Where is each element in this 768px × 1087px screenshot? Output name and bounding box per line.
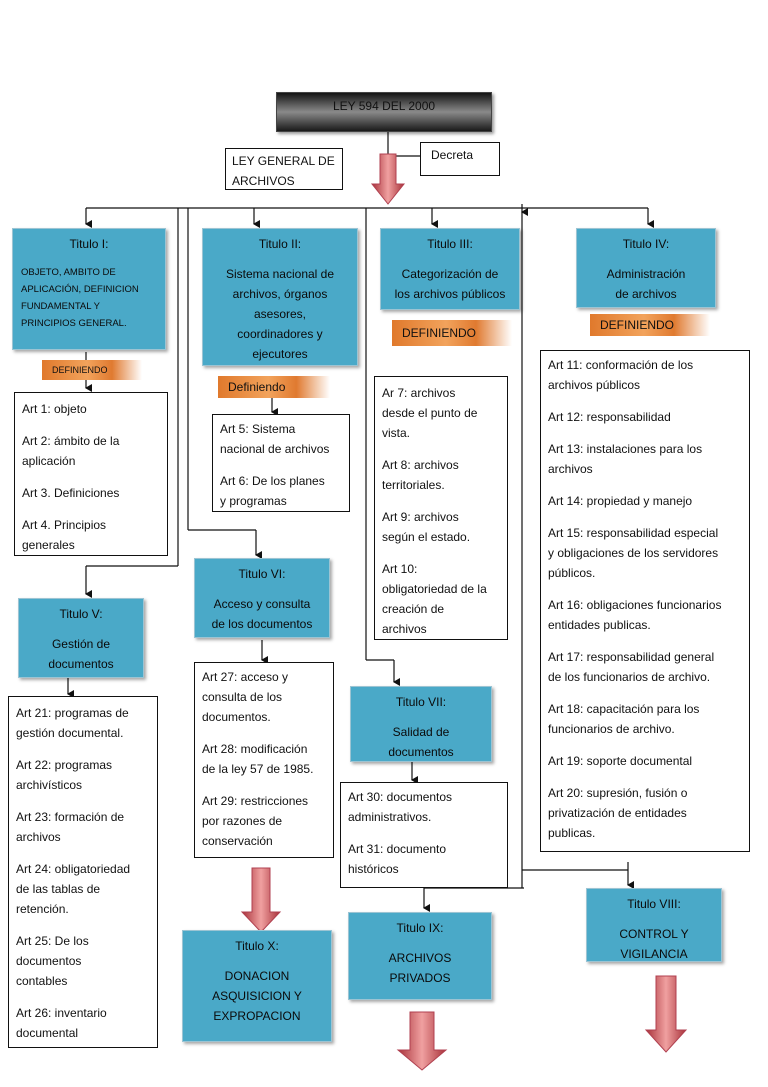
titulo-v-body: Gestión de documentos (48, 637, 114, 671)
list-item: Art 18: capacitación para los funcionari… (548, 702, 700, 736)
list-item: Art 13: instalaciones para los archivos (548, 442, 703, 476)
list-item: Art 1: objeto (22, 402, 87, 416)
titulo-vi-body: Acceso y consulta de los documentos (211, 597, 313, 631)
titulo-v-head: Titulo V: (59, 607, 103, 621)
definiendo-tag-i: DEFINIENDO (42, 360, 142, 380)
titulo-vii-head: Titulo VII: (395, 695, 447, 709)
titulo-ix-body: ARCHIVOS PRIVADOS (388, 951, 452, 985)
list-item: Art 12: responsabilidad (548, 410, 671, 424)
articulos-list-ii: Art 5: Sistema nacional de archivos Art … (212, 414, 350, 512)
definiendo-tag-iv: DEFINIENDO (590, 314, 710, 336)
titulo-x-body: DONACION ASQUISICION Y EXPROPACION (212, 969, 302, 1023)
list-item: Ar 7: archivos desde el punto de vista. (382, 386, 478, 440)
list-item: Art 23: formación de archivos (16, 810, 125, 844)
titulo-viii-head: Titulo VIII: (627, 897, 681, 911)
red-arrow-titulo-x (240, 867, 282, 933)
list-item: Art 11: conformación de los archivos púb… (548, 358, 694, 392)
articulos-list-iv: Art 11: conformación de los archivos púb… (540, 350, 750, 852)
definiendo-tag-iii: DEFINIENDO (392, 320, 512, 346)
titulo-ix-head: Titulo IX: (396, 921, 444, 935)
titulo-i-head: Titulo I: (69, 237, 109, 251)
list-item: Art 17: responsabilidad general de los f… (548, 650, 715, 684)
red-arrow-titulo-viii (644, 975, 688, 1053)
definiendo-tag-ii: Definiendo (218, 376, 330, 398)
titulo-iii-box: Titulo III: Categorización de los archiv… (380, 228, 520, 310)
titulo-iv-head: Titulo IV: (622, 237, 670, 251)
list-item: Art 6: De los planes y programas (220, 474, 325, 508)
articulos-list-vii: Art 30: documentos administrativos. Art … (340, 782, 508, 888)
red-arrow-decreta (370, 153, 406, 205)
list-item: Art 16: obligaciones funcionarios entida… (548, 598, 722, 632)
list-item: Art 3. Definiciones (22, 486, 120, 500)
list-item: Art 26: inventario documental (16, 1006, 107, 1040)
decreta-box: Decreta (420, 142, 500, 176)
titulo-ii-box: Titulo II: Sistema nacional de archivos,… (202, 228, 358, 366)
list-item: Art 14: propiedad y manejo (548, 494, 693, 508)
titulo-x-head: Titulo X: (235, 939, 279, 953)
list-item: Art 4. Principios generales (22, 518, 107, 552)
subtitle-box: LEY GENERAL DE ARCHIVOS (225, 148, 343, 190)
articulos-list-i: Art 1: objeto Art 2: ámbito de la aplica… (14, 392, 168, 556)
list-item: Art 24: obligatoriedad de las tablas de … (16, 862, 131, 916)
titulo-iv-body: Administración de archivos (606, 267, 686, 301)
list-item: Art 30: documentos administrativos. (348, 790, 453, 824)
titulo-iv-box: Titulo IV: Administración de archivos (576, 228, 716, 308)
titulo-viii-body: CONTROL Y VIGILANCIA (619, 927, 689, 961)
list-item: Art 29: restricciones por razones de con… (202, 794, 309, 848)
titulo-vii-box: Titulo VII: Salidad de documentos (350, 686, 492, 762)
titulo-ix-box: Titulo IX: ARCHIVOS PRIVADOS (348, 912, 492, 1000)
list-item: Art 27: acceso y consulta de los documen… (202, 670, 289, 724)
articulos-list-v: Art 21: programas de gestión documental.… (8, 696, 158, 1048)
list-item: Art 31: documento históricos (348, 842, 447, 876)
titulo-vii-body: Salidad de documentos (388, 725, 454, 759)
list-item: Art 9: archivos según el estado. (382, 510, 471, 544)
titulo-x-box: Titulo X: DONACION ASQUISICION Y EXPROPA… (182, 930, 332, 1042)
list-item: Art 28: modificación de la ley 57 de 198… (202, 742, 314, 776)
list-item: Art 15: responsabilidad especial y oblig… (548, 526, 719, 580)
list-item: Art 5: Sistema nacional de archivos (220, 422, 330, 456)
titulo-iii-body: Categorización de los archivos públicos (394, 267, 506, 301)
articulos-list-iii: Ar 7: archivos desde el punto de vista. … (374, 376, 508, 640)
main-title-box: LEY 594 DEL 2000 (276, 92, 492, 132)
list-item: Art 21: programas de gestión documental. (16, 706, 129, 740)
list-item: Art 19: soporte documental (548, 754, 693, 768)
articulos-list-vi: Art 27: acceso y consulta de los documen… (194, 662, 334, 858)
titulo-ii-body: Sistema nacional de archivos, órganos as… (225, 267, 335, 361)
list-item: Art 10: obligatoriedad de la creación de… (382, 562, 487, 636)
titulo-viii-box: Titulo VIII: CONTROL Y VIGILANCIA (586, 888, 722, 962)
list-item: Art 25: De los documentos contables (16, 934, 89, 988)
titulo-i-body: OBJETO, AMBITO DE APLICACIÓN, DEFINICION… (21, 267, 139, 329)
titulo-vi-box: Titulo VI: Acceso y consulta de los docu… (194, 558, 330, 638)
list-item: Art 2: ámbito de la aplicación (22, 434, 120, 468)
titulo-i-box: Titulo I: OBJETO, AMBITO DE APLICACIÓN, … (12, 228, 166, 350)
list-item: Art 20: supresión, fusión o privatizació… (548, 786, 688, 840)
titulo-v-box: Titulo V: Gestión de documentos (18, 598, 144, 678)
titulo-vi-head: Titulo VI: (238, 567, 286, 581)
titulo-iii-head: Titulo III: (427, 237, 473, 251)
list-item: Art 8: archivos territoriales. (382, 458, 459, 492)
titulo-ii-head: Titulo II: (258, 237, 302, 251)
red-arrow-titulo-ix (396, 1011, 448, 1071)
list-item: Art 22: programas archivísticos (16, 758, 113, 792)
main-title: LEY 594 DEL 2000 (332, 99, 436, 113)
